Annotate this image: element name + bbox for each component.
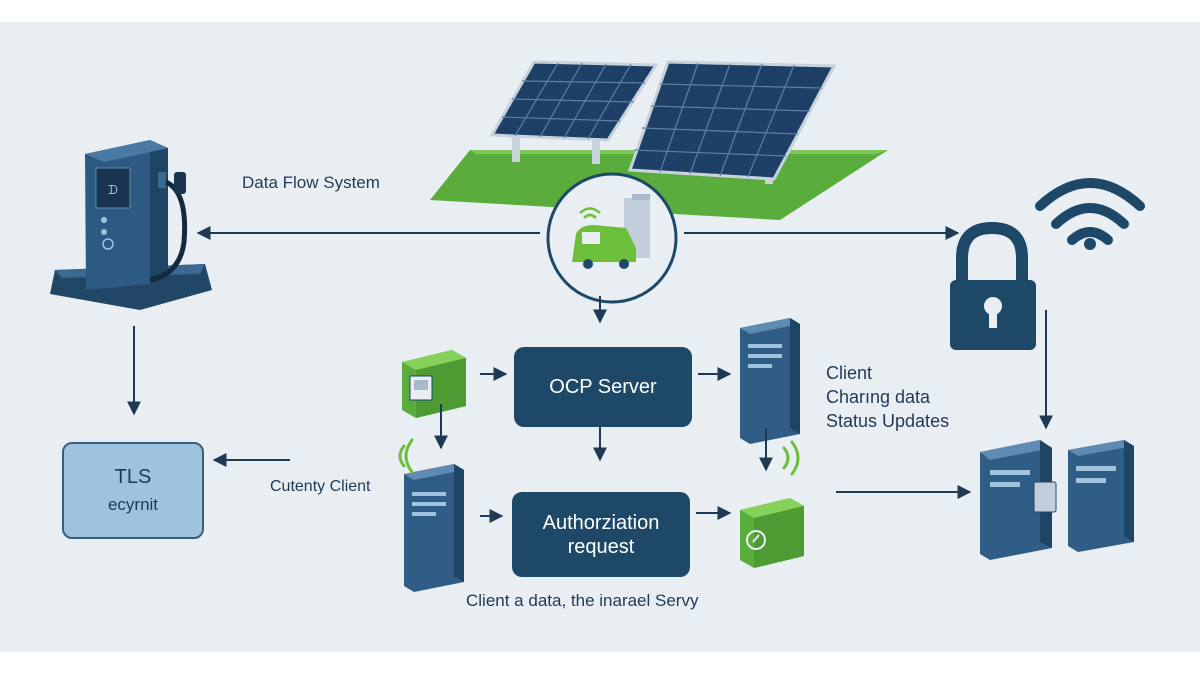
authorization-label-line1: Authorziation — [542, 511, 660, 534]
wifi-icon — [1035, 178, 1145, 250]
padlock-icon — [950, 221, 1036, 350]
data-flow-system-label: Data Flow System — [242, 173, 380, 192]
ev-charger-icon: ᗪ — [50, 140, 212, 310]
authorization-label-line2: request — [567, 535, 635, 558]
cutenty-client-label: Cutenty Client — [270, 478, 371, 495]
server-icon — [740, 318, 800, 444]
server-icon — [1068, 440, 1134, 552]
tls-label: TLS — [114, 465, 152, 488]
status-updates-label: Status Updates — [826, 411, 950, 431]
flow-arrows — [127, 226, 1053, 523]
ocp-server-node: OCP Server — [514, 347, 692, 427]
diagram-canvas: ᗪ — [0, 22, 1200, 652]
tls-encryption-label: ecyrnit — [107, 494, 159, 514]
svg-text:ᗪ: ᗪ — [108, 183, 118, 197]
signal-waves-icon — [398, 438, 800, 476]
solar-panels-icon — [430, 60, 888, 220]
tls-encryption-node: TLS ecyrnit — [62, 442, 204, 539]
server-icon — [404, 464, 464, 592]
charging-data-label: Charıng data — [826, 387, 931, 407]
ocp-server-label: OCP Server — [549, 376, 657, 398]
green-module-icon — [402, 350, 466, 418]
electric-car-icon — [546, 172, 678, 304]
diagram-graphics: ᗪ — [50, 60, 1145, 592]
bottom-caption: Client a data, the inarael Servy — [466, 591, 699, 610]
client-label: Client — [826, 363, 873, 383]
authorization-request-node: Authorziation request — [512, 492, 690, 577]
green-module-icon — [740, 498, 804, 568]
server-icon — [980, 440, 1057, 560]
